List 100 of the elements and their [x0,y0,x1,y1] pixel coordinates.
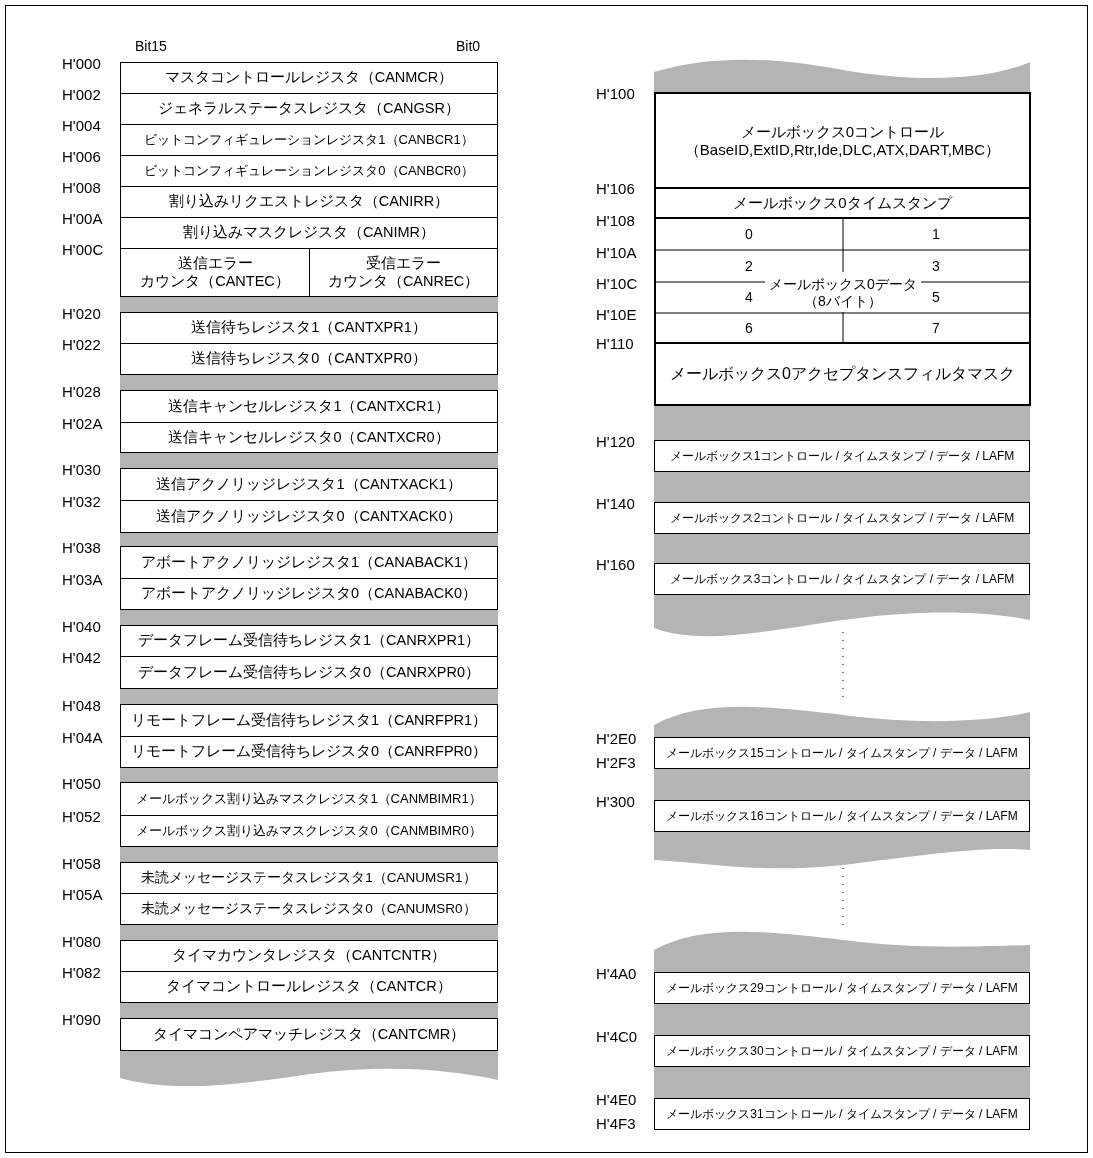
register-name: 送信キャンセルレジスタ1（CANTXCR1） [168,397,450,416]
byte-number: 1 [924,220,948,248]
address-label: H'008 [62,179,101,196]
address-label: H'052 [62,808,101,825]
mailbox-box [654,972,1030,1004]
mailbox-box [654,440,1030,472]
register-name: 送信アクノリッジレジスタ0（CANTXACK0） [156,507,462,526]
register-name: アボートアクノリッジレジスタ1（CANABACK1） [141,553,477,572]
register-box [120,971,498,1003]
address-label: H'106 [596,180,635,197]
register-name: メールボックス0アクセプタンスフィルタマスク [670,364,1015,384]
address-label: H'04A [62,729,103,746]
address-label: H'160 [596,556,635,573]
register-name: メールボックス割り込みマスクレジスタ1（CANMBIMR1） [136,791,482,807]
address-label: H'03A [62,571,103,588]
address-label: H'030 [62,461,101,478]
address-label: H'058 [62,855,101,872]
register-name: ビットコンフィギュレーションレジスタ1（CANBCR1） [144,132,474,148]
register-box [120,343,498,375]
register-name: メールボックス31コントロール / タイムスタンプ / データ / LAFM [666,1106,1018,1122]
address-label: H'2F3 [596,754,636,771]
register-box [120,625,498,657]
register-detail: カウンタ（CANREC） [327,272,480,290]
register-box [120,815,498,847]
register-name: 未読メッセージステータスレジスタ1（CANUMSR1） [141,869,477,887]
address-label: H'4F3 [596,1115,636,1132]
register-box [120,736,498,768]
register-name: マスタコントロールレジスタ（CANMCR） [164,69,454,87]
address-label: H'032 [62,493,101,510]
byte-number: 3 [924,252,948,280]
register-box [120,782,498,816]
register-name: メールボックス2コントロール / タイムスタンプ / データ / LAFM [669,510,1015,526]
byte-number: 7 [924,314,948,342]
register-detail: カウンタ（CANTEC） [140,272,290,290]
register-name: 送信エラー [177,255,253,273]
address-label: H'002 [62,86,101,103]
address-label: H'00A [62,210,103,227]
register-name: データフレーム受信待ちレジスタ0（CANRXPR0） [138,663,480,682]
register-name: 受信エラー [366,255,441,273]
register-name: 送信キャンセルレジスタ0（CANTXCR0） [168,428,450,447]
register-box [120,93,498,125]
mailbox-box [654,563,1030,595]
register-box [309,248,498,297]
address-label: H'040 [62,618,101,635]
mailbox-box [654,737,1030,769]
byte-number: 5 [924,283,948,311]
register-name: アボートアクノリッジレジスタ0（CANABACK0） [141,585,477,603]
register-name: 送信待ちレジスタ0（CANTXPR0） [191,350,427,368]
register-name: データフレーム受信待ちレジスタ1（CANRXPR1） [138,632,480,650]
register-name: メールボックス割り込みマスクレジスタ0（CANMBIMR0） [136,823,482,839]
address-label: H'4C0 [596,1028,638,1045]
register-box [120,893,498,925]
register-name: リモートフレーム受信待ちレジスタ1（CANRFPR1） [130,711,488,730]
register-box [120,656,498,689]
register-box [120,155,498,187]
address-label: H'022 [62,336,101,353]
address-label: H'4A0 [596,965,637,982]
register-box [120,500,498,533]
register-name: メールボックス15コントロール / タイムスタンプ / データ / LAFM [666,745,1018,761]
register-name: 割り込みマスクレジスタ（CANIMR） [182,224,436,242]
mailbox-box [654,1098,1030,1130]
address-label: H'4E0 [596,1091,637,1108]
byte-number: 2 [737,252,761,280]
address-label: H'10C [596,275,638,292]
address-label: H'082 [62,964,101,981]
address-label: H'048 [62,697,101,714]
address-label: H'038 [62,539,101,556]
register-name: メールボックス1コントロール / タイムスタンプ / データ / LAFM [669,448,1015,464]
register-box [120,940,498,972]
register-box [120,578,498,610]
register-name: メールボックス29コントロール / タイムスタンプ / データ / LAFM [666,980,1018,996]
register-box [120,468,498,501]
byte-number: 0 [737,220,761,248]
register-name: メールボックス0コントロール [740,122,945,141]
bit-label: Bit15 [135,38,167,54]
register-detail: （BaseID,ExtID,Rtr,Ide,DLC,ATX,DART,MBC） [684,140,1001,159]
register-box [120,186,498,218]
address-label: H'028 [62,383,101,400]
register-name: タイマカウンタレジスタ（CANTCNTR） [171,947,447,965]
address-label: H'05A [62,886,103,903]
address-label: H'140 [596,495,635,512]
register-name: タイマコントロールレジスタ（CANTCR） [166,978,452,996]
mailbox-box [654,502,1030,534]
register-name: 割り込みリクエストレジスタ（CANIRR） [168,193,450,211]
mailbox-box [654,1035,1030,1067]
mailbox-box [654,800,1030,832]
register-box [120,862,498,894]
address-label: H'100 [596,85,635,102]
register-name: 送信待ちレジスタ1（CANTXPR1） [191,319,427,337]
address-label: H'300 [596,793,635,810]
address-label: H'10A [596,244,637,261]
register-box [120,217,498,249]
address-label: H'042 [62,649,101,666]
register-box [120,312,498,344]
timestamp-box [654,187,1031,219]
address-label: H'2E0 [596,730,637,747]
address-label: H'020 [62,305,101,322]
address-label: H'050 [62,775,101,792]
register-box [120,124,498,156]
address-label: H'080 [62,933,101,950]
